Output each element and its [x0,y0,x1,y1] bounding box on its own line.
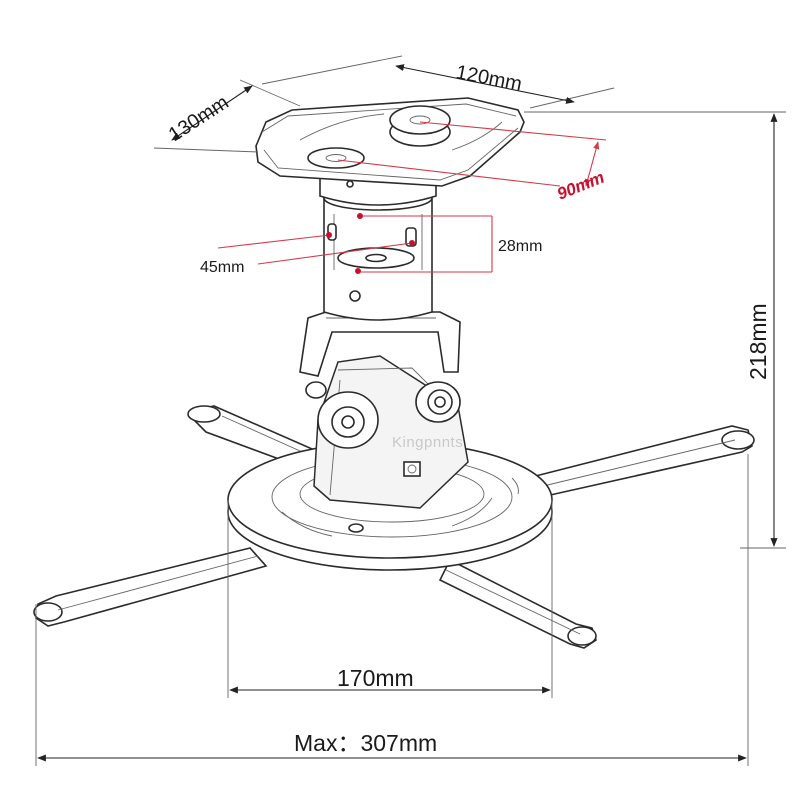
dimension-base-diameter: 170mm [227,500,553,698]
label-45mm: 45mm [200,259,244,276]
pivot-bracket [305,355,469,509]
dimension-max-span: Max：307mm [35,454,749,766]
label-28mm: 28mm [498,238,542,255]
dimension-slot-width: 45mm [200,232,415,276]
label-130mm: 130mm [165,91,233,146]
mount-drawing: Kingpnnts [33,97,755,649]
label-218mm: 218mm [745,303,771,380]
watermark: Kingpnnts [392,434,463,451]
label-120mm: 120mm [454,61,524,95]
label-max-307mm: Max：307mm [294,730,437,756]
dimension-slot-height: 28mm [355,213,542,274]
ceiling-plate [255,97,525,206]
label-170mm: 170mm [337,665,414,691]
dimension-total-height: 218mm [524,111,786,549]
label-90mm: 90mm [554,168,607,204]
